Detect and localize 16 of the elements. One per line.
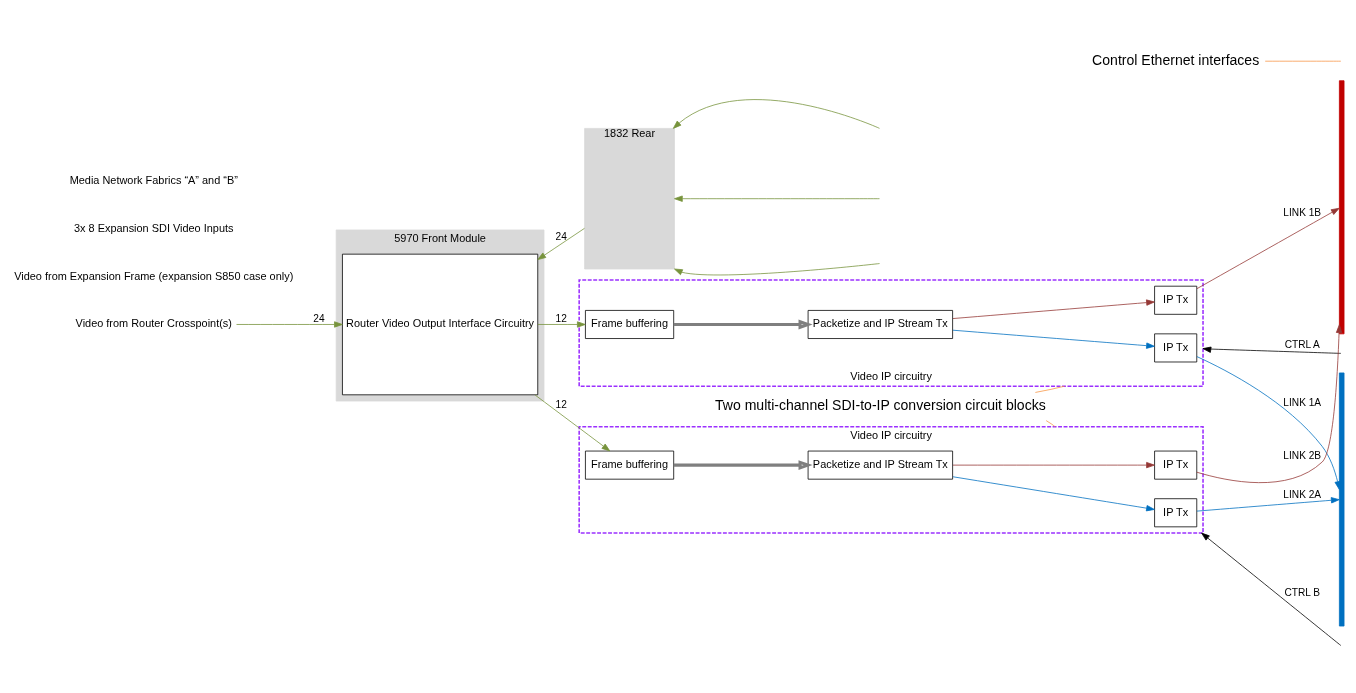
label: 3x 8 Expansion SDI Video Inputs	[74, 222, 234, 235]
edge-label: LINK 2A	[1283, 489, 1322, 501]
label: Media Network Fabrics “A” and “B”	[69, 174, 238, 187]
edge-label: CTRL A	[1284, 339, 1320, 351]
edge-label: 12	[555, 399, 567, 411]
node-text: Video from Router Crosspoint(s)	[75, 317, 232, 330]
edge-label: 12	[555, 312, 567, 324]
node-text: Two multi-channel SDI-to-IP conversion circuit blocks	[714, 396, 1046, 413]
edge-label: LINK 1B	[1283, 207, 1322, 219]
edge-label: LINK 2B	[1283, 450, 1322, 462]
edge-label: LINK 1A	[1283, 397, 1322, 409]
edge-label: CTRL B	[1284, 586, 1321, 598]
edge-label: 24	[313, 312, 325, 324]
edge-label: 24	[555, 231, 567, 243]
label: Video from Expansion Frame (expansion S850 case only)	[14, 269, 294, 282]
node-text: Control Ethernet interfaces	[1092, 51, 1260, 68]
